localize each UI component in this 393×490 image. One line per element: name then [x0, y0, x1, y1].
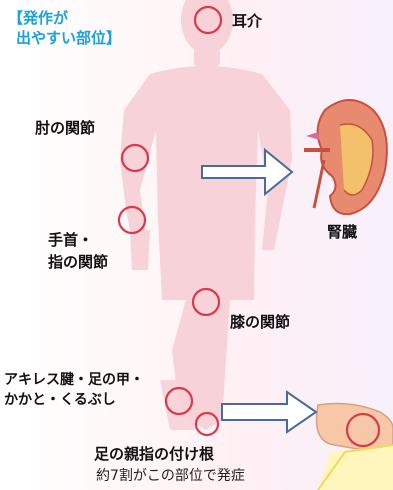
title-line-1: 【発作が [8, 8, 121, 28]
elbow-label: 肘の関節 [35, 118, 95, 140]
ear-label: 耳介 [232, 11, 262, 33]
knee-label: 膝の関節 [230, 312, 290, 334]
kidney-label: 腎臓 [327, 222, 357, 244]
title-line-2: 出やすい部位】 [8, 28, 121, 48]
kidney-illustration [304, 100, 387, 214]
wrist-label-line-2: 指の関節 [48, 253, 108, 271]
arrow-to-foot [222, 392, 316, 432]
wrist-label: 手首・ 指の関節 [48, 230, 108, 274]
big-toe-label: 足の親指の付け根 [94, 444, 214, 466]
body-silhouette [120, 0, 292, 430]
foot-label: アキレス腱・足の甲・ かかと・くるぶし [4, 370, 144, 411]
foot-label-line-2: かかと・くるぶし [4, 392, 116, 408]
wrist-label-line-1: 手首・ [48, 231, 93, 249]
big-toe-note: 約7割がこの部位で発症 [96, 466, 245, 486]
page-title: 【発作が 出やすい部位】 [8, 8, 121, 49]
foot-label-line-1: アキレス腱・足の甲・ [4, 372, 144, 388]
